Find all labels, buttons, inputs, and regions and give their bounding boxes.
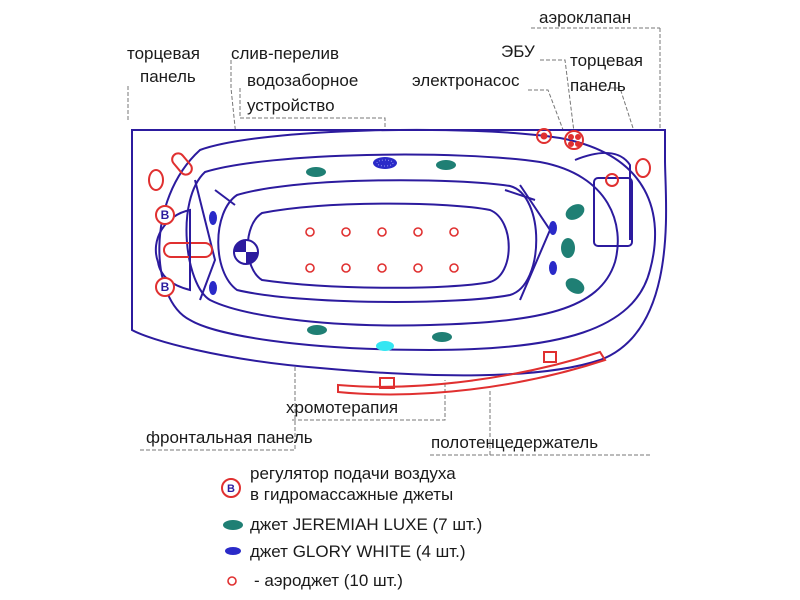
aero-jet-icon <box>377 263 387 273</box>
leader-lines <box>127 27 661 456</box>
jeremiah-jet-icon <box>565 204 585 220</box>
top-right-controls <box>536 128 651 187</box>
leader-front-panel <box>140 360 296 451</box>
tub-basin-floor <box>246 202 510 289</box>
jeremiah-jet-icon <box>307 325 327 335</box>
pump-knob-icon <box>605 173 619 187</box>
glory-jet-icon <box>209 211 217 225</box>
label-chromotherapy: хромотерапия <box>286 398 399 417</box>
tub-ledge <box>185 153 619 327</box>
headrest-pill <box>163 242 213 258</box>
legend-regulator-line-2: в гидромассажные джеты <box>250 485 454 504</box>
glory-jet-icon <box>549 261 557 275</box>
label-electric-pump: электронасос <box>412 71 520 90</box>
label-front-panel: фронтальная панель <box>146 428 313 447</box>
tub-inner-basin <box>217 179 538 303</box>
tub-body <box>131 128 668 377</box>
legend-glory-icon <box>225 547 241 555</box>
label-end-panel-left-2: панель <box>140 67 196 86</box>
legend-regulator-icon: В <box>221 478 241 498</box>
equipment-pipe <box>574 152 631 240</box>
air-regulator-icon-1: В <box>155 205 175 225</box>
legend-aero-icon <box>227 576 237 586</box>
aero-jet-icon <box>341 263 351 273</box>
jeremiah-jet-icon <box>565 278 585 294</box>
tub-rim <box>158 128 657 352</box>
left-niche <box>154 208 191 292</box>
panel-ring-left <box>148 169 164 191</box>
jeremiah-jet-icon <box>432 332 452 342</box>
svg-text:В: В <box>227 483 235 495</box>
legend-jeremiah-icon <box>223 520 243 530</box>
air-regulators: В В <box>155 205 175 297</box>
jeremiah-jets <box>306 160 585 342</box>
air-regulator-icon-2: В <box>155 277 175 297</box>
leader-chromo <box>292 380 446 421</box>
svg-text:В: В <box>161 280 170 294</box>
label-end-panel-right-2: панель <box>570 76 626 95</box>
equipment-block <box>593 177 633 247</box>
drain-icon <box>233 239 259 265</box>
aero-jet-icon <box>449 263 459 273</box>
air-valve-icon <box>536 128 552 144</box>
aero-jet-icon <box>341 227 351 237</box>
aero-jet-icon <box>377 227 387 237</box>
seat-ridge-left <box>214 189 236 206</box>
leader-ebu <box>540 59 576 141</box>
aero-jets <box>305 227 459 273</box>
glory-jet-icon <box>549 221 557 235</box>
label-towel-holder: полотенцедержатель <box>431 433 599 452</box>
towel-holder-icon <box>337 350 607 396</box>
aero-jet-icon <box>305 227 315 237</box>
label-water-intake-1: водозаборное <box>247 71 359 90</box>
ebu-icon <box>564 130 584 150</box>
leader-pump <box>528 89 566 136</box>
jeremiah-jet-icon <box>561 238 575 258</box>
glory-jet-icon <box>209 281 217 295</box>
panel-ring-right <box>635 158 651 178</box>
water-intake-icon <box>373 157 397 169</box>
legend-aero: - аэроджет (10 шт.) <box>254 571 403 590</box>
legend-glory: джет GLORY WHITE (4 шт.) <box>250 542 466 561</box>
seat-ridge-right <box>504 189 536 201</box>
legend-symbols: В <box>221 478 243 586</box>
label-end-panel-left-1: торцевая <box>127 44 201 63</box>
chromotherapy-light-icon <box>376 341 394 351</box>
aero-jet-icon <box>305 263 315 273</box>
legend-regulator-line-1: регулятор подачи воздуха <box>250 464 456 483</box>
label-end-panel-right-1: торцевая <box>570 51 644 70</box>
aero-jet-icon <box>413 263 423 273</box>
headrest-drain <box>148 152 213 258</box>
label-ebu: ЭБУ <box>501 42 535 61</box>
legend-jeremiah: джет JEREMIAH LUXE (7 шт.) <box>250 515 483 534</box>
glory-jets <box>209 211 557 295</box>
jeremiah-jet-icon <box>436 160 456 170</box>
seat-left <box>194 179 217 301</box>
label-air-valve: аэроклапан <box>539 8 632 27</box>
aero-jet-icon <box>449 227 459 237</box>
svg-text:В: В <box>161 208 170 222</box>
overflow-pill <box>171 152 193 176</box>
label-overflow-drain: слив-перелив <box>231 44 340 63</box>
label-water-intake-2: устройство <box>247 96 335 115</box>
jeremiah-jet-icon <box>306 167 326 177</box>
aero-jet-icon <box>413 227 423 237</box>
